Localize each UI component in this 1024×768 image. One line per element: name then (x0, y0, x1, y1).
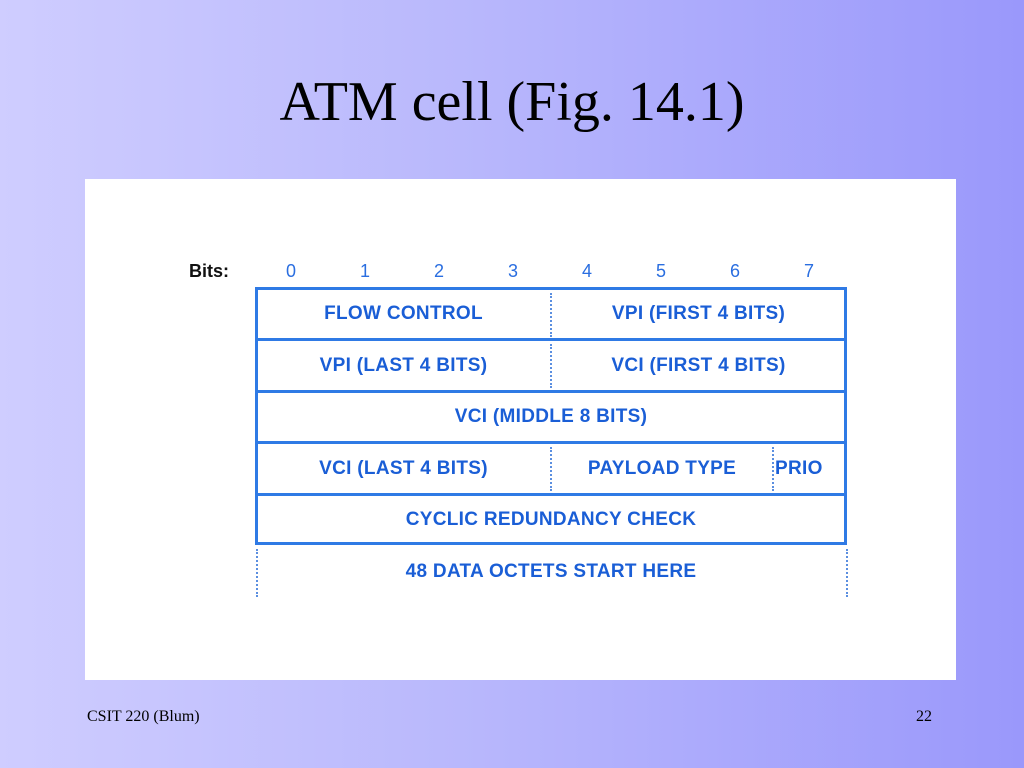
payload-type-field: PAYLOAD TYPE (587, 457, 737, 479)
bit-number-0: 0 (285, 261, 296, 281)
vci-first-field: VCI (FIRST 4 BITS) (611, 354, 786, 376)
page-number: 22 (916, 708, 932, 725)
row4-split-divider-b (772, 447, 774, 491)
bits-label: Bits: (189, 261, 229, 281)
bit-number-1: 1 (359, 261, 370, 281)
bit-number-3: 3 (507, 261, 518, 281)
atm-cell-figure: Bits: 0 1 2 3 4 5 6 7 FLOW CONTROL VPI (… (85, 179, 956, 680)
cell-header-frame (255, 287, 847, 545)
vci-middle-field: VCI (MIDDLE 8 BITS) (454, 406, 648, 427)
row-divider-2 (255, 390, 847, 393)
bit-number-4: 4 (581, 261, 592, 281)
bit-number-5: 5 (655, 261, 666, 281)
row4-split-divider-a (550, 447, 552, 491)
footer-course: CSIT 220 (Blum) (87, 708, 200, 725)
priority-field: PRIO (775, 457, 823, 479)
row2-split-divider (550, 344, 552, 388)
data-right-edge (846, 549, 848, 597)
vpi-last-field: VPI (LAST 4 BITS) (319, 354, 488, 376)
row-divider-1 (255, 338, 847, 341)
row-divider-4 (255, 493, 847, 496)
vpi-first-field: VPI (FIRST 4 BITS) (611, 303, 786, 324)
bit-number-7: 7 (803, 261, 814, 281)
row-divider-3 (255, 441, 847, 444)
bit-number-6: 6 (729, 261, 740, 281)
row1-split-divider (550, 293, 552, 337)
crc-field: CYCLIC REDUNDANCY CHECK (405, 508, 697, 530)
vci-last-field: VCI (LAST 4 BITS) (319, 457, 488, 479)
slide-title: ATM cell (Fig. 14.1) (279, 71, 745, 133)
data-octets-field: 48 DATA OCTETS START HERE (405, 561, 697, 582)
bit-number-2: 2 (433, 261, 444, 281)
data-left-edge (256, 549, 258, 597)
flow-control-field: FLOW CONTROL (324, 303, 483, 324)
